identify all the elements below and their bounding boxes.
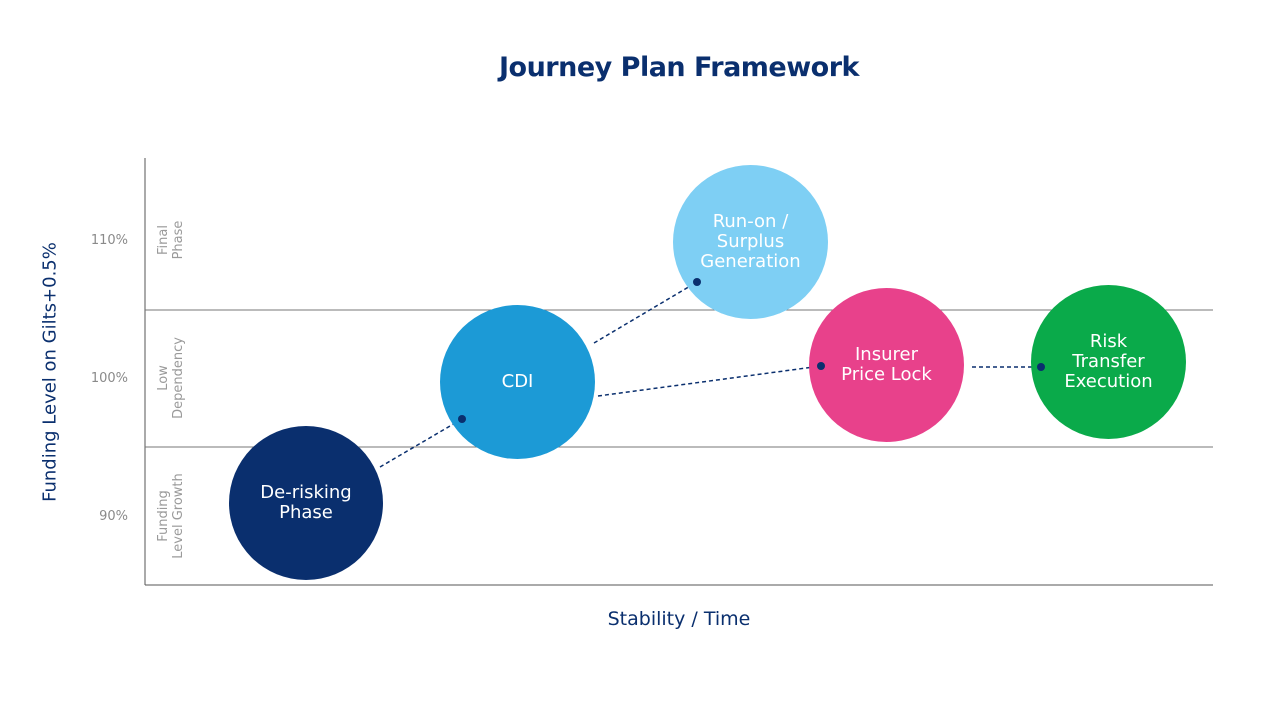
connector-cdi-insurer — [597, 365, 822, 397]
stage-label: CDI — [501, 371, 534, 392]
stage-label: Run-on / Surplus Generation — [700, 211, 801, 272]
stage-risk-transfer-execution: Risk Transfer Execution — [1031, 285, 1186, 439]
y-tick-100: 100% — [90, 371, 128, 386]
y-tick-110: 110% — [90, 233, 128, 248]
y-tick-90: 90% — [99, 509, 128, 524]
page-title: Journey Plan Framework — [498, 52, 860, 83]
stage-label: Risk Transfer Execution — [1064, 331, 1153, 392]
stage-insurer-price-lock: Insurer Price Lock — [809, 288, 964, 442]
stage-derisking-phase: De-risking Phase — [229, 426, 383, 580]
connector-cdi-runon — [593, 281, 698, 344]
stage-run-on: Run-on / Surplus Generation — [673, 165, 828, 319]
stage-label: De-risking Phase — [260, 482, 352, 523]
stage-cdi: CDI — [440, 305, 595, 459]
stage-label: Insurer Price Lock — [841, 344, 932, 385]
x-axis-label: Stability / Time — [607, 608, 751, 630]
connector-derisking-cdi — [379, 418, 463, 468]
